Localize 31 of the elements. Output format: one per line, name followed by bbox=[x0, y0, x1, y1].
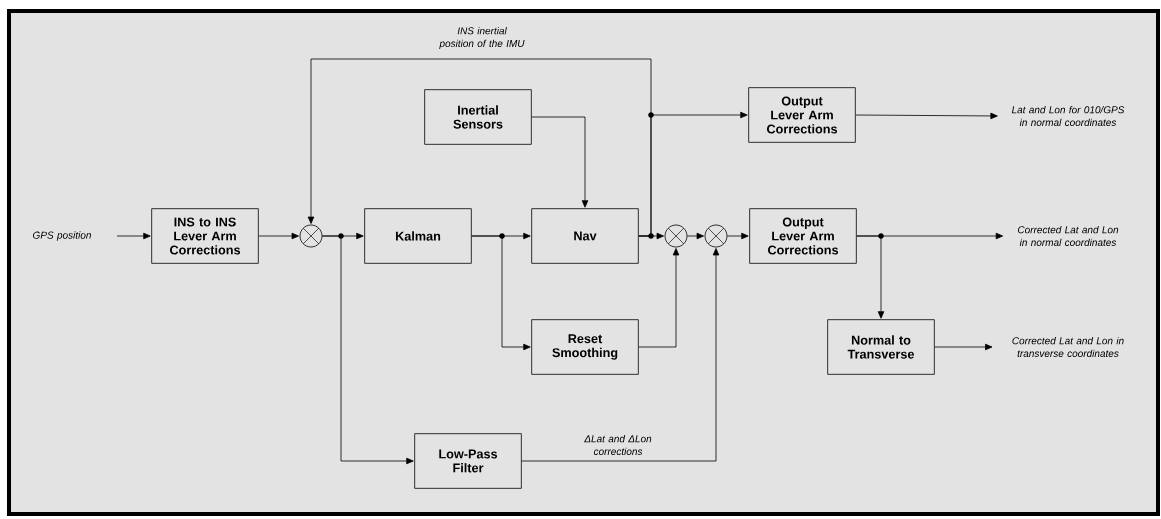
process-box: INS to INS Lever Arm Corrections bbox=[151, 208, 259, 264]
arrow bbox=[521, 248, 720, 462]
summing-junction bbox=[704, 224, 728, 248]
process-box: Inertial Sensors bbox=[424, 89, 532, 145]
process-box: Reset Smoothing bbox=[531, 319, 639, 375]
arrow bbox=[934, 343, 993, 351]
arrow bbox=[856, 235, 885, 319]
output-label: Lat and Lon for 010/GPS in normal coordinates bbox=[1011, 106, 1125, 126]
arrow bbox=[322, 235, 414, 465]
arrow bbox=[258, 232, 299, 240]
process-box: Normal to Transverse bbox=[827, 319, 935, 375]
process-box: Nav bbox=[531, 208, 639, 264]
arrow bbox=[855, 112, 998, 120]
process-box: Output Lever Arm Corrections bbox=[748, 87, 856, 143]
input-label: GPS position bbox=[33, 231, 91, 241]
process-box: Kalman bbox=[364, 208, 472, 264]
edge-label: ΔLat and ΔLon corrections bbox=[584, 435, 652, 455]
edge-label: INS inertial position of the IMU bbox=[439, 27, 525, 49]
process-box: Output Lever Arm Corrections bbox=[749, 208, 857, 264]
summing-junction bbox=[664, 224, 688, 248]
output-label: Corrected Lat and Lon in transverse coordinates bbox=[1012, 337, 1124, 357]
arrow bbox=[638, 111, 748, 237]
arrow bbox=[727, 232, 749, 240]
summing-junction bbox=[299, 224, 323, 248]
arrow bbox=[531, 116, 589, 208]
output-label: Corrected Lat and Lon in normal coordinates bbox=[1017, 226, 1119, 246]
arrow bbox=[116, 232, 151, 240]
process-box: Low-Pass Filter bbox=[414, 433, 522, 489]
arrow bbox=[471, 235, 531, 351]
arrow bbox=[638, 248, 680, 348]
arrow bbox=[687, 232, 704, 240]
